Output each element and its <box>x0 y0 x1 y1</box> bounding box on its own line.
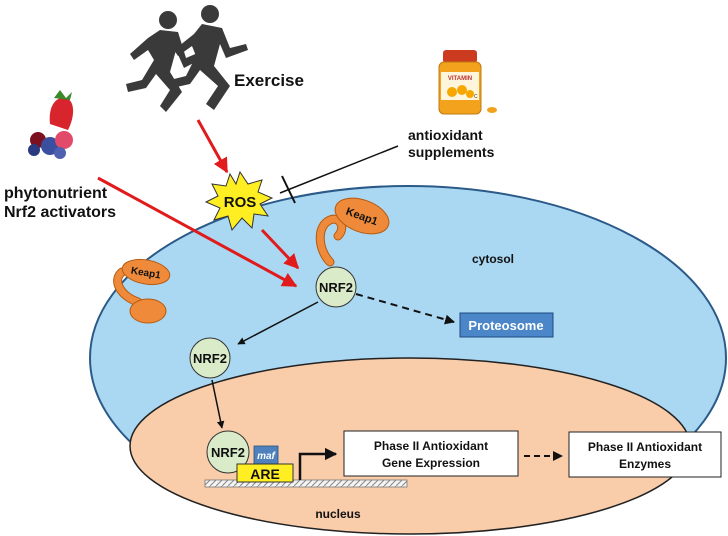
vitamin-letter: C <box>474 94 478 100</box>
enzymes-line1: Phase II Antioxidant <box>588 440 702 454</box>
antioxidant-label-line1: antioxidant <box>408 127 483 143</box>
are-label: ARE <box>250 466 280 482</box>
nrf2-translocating-protein <box>189 337 231 379</box>
nrf2-to-proteosome-arrow <box>355 293 455 325</box>
ros-to-nrf2-arrow <box>260 228 300 270</box>
phytonutrient-label-line1: phytonutrient <box>4 185 108 202</box>
vitamin-c-bottle-icon: VITAMIN C <box>438 50 497 115</box>
nrf2-cytosol-label: NRF2 <box>319 280 353 295</box>
proteosome-box <box>459 312 554 338</box>
nrf2-nucleus-protein <box>206 430 250 474</box>
antioxidant-inhibition-line <box>279 145 399 194</box>
antioxidant-label-line2: supplements <box>408 144 495 160</box>
enzymes-box <box>568 431 722 478</box>
runners-silhouette-icon <box>126 5 248 112</box>
transcription-arrow <box>298 447 338 480</box>
keap1-bound-complex: Keap1 <box>315 197 390 267</box>
phytonutrient-to-nrf2-arrow <box>97 176 298 288</box>
nrf2-nucleus-label: NRF2 <box>211 445 245 460</box>
dna-strand <box>204 479 408 488</box>
enzymes-line2: Enzymes <box>619 457 671 471</box>
nrf2-cytosol-protein <box>315 266 357 308</box>
proteosome-label: Proteosome <box>468 318 543 333</box>
keap1-free: Keap1 <box>113 258 171 324</box>
gene-expression-line1: Phase II Antioxidant <box>374 439 488 453</box>
vitamin-label: VITAMIN <box>448 76 472 82</box>
exercise-to-ros-arrow <box>196 119 229 174</box>
exercise-label: Exercise <box>234 71 304 90</box>
nucleus-label: nucleus <box>315 507 361 521</box>
nrf2-import-arrow <box>211 379 225 429</box>
cytosol-label: cytosol <box>472 252 514 266</box>
nrf2-release-arrow <box>237 301 319 345</box>
maf-label: maf <box>257 451 276 462</box>
gene-expression-line2: Gene Expression <box>382 456 480 470</box>
keap1-free-label: Keap1 <box>130 265 162 281</box>
ros-burst <box>204 170 274 232</box>
ros-label: ROS <box>224 194 257 211</box>
gene-expression-box <box>343 430 519 477</box>
are-box <box>236 463 294 483</box>
nrf2-translocating-label: NRF2 <box>193 351 227 366</box>
berries-icon <box>28 90 74 159</box>
phytonutrient-label-line2: Nrf2 activators <box>4 204 116 221</box>
antioxidant-inhibition-bar <box>281 175 296 204</box>
